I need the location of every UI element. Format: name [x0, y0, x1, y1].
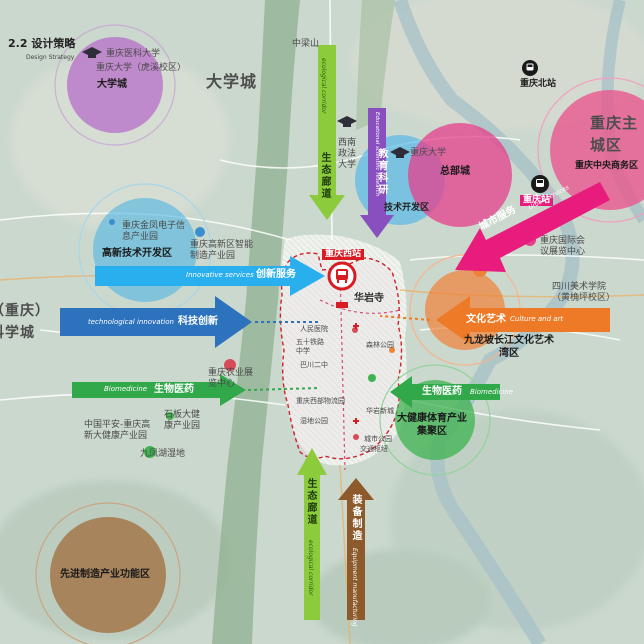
school2-label: 巴川二中	[300, 361, 328, 369]
north-station-label: 重庆北站	[520, 79, 557, 89]
tech-innovation-arrow	[60, 296, 252, 348]
eco-corridor-top-arrow	[309, 45, 345, 220]
culture-art-extension	[379, 315, 431, 321]
advanced-manufacturing-label: 先进制造产业功能区	[60, 569, 150, 580]
education-arrow	[360, 108, 394, 238]
shiban-health-label: 石板大健康产业园	[164, 410, 201, 431]
zhongliangshan-label: 中梁山	[292, 39, 320, 49]
urban-core	[280, 234, 407, 466]
cq-univ-huxi-label: 重庆大学（虎溪校区）	[96, 63, 187, 73]
graduation-cap-icons	[82, 47, 410, 158]
hospital-label: 人民医院	[300, 325, 328, 333]
wetland-label: 湿地公园	[300, 417, 328, 425]
biomedicine-left-extension	[247, 387, 321, 391]
mountain-ridge-east	[356, 0, 395, 130]
cq-station-label: 重庆站	[520, 195, 554, 206]
biomedicine-right-en: Biomedicine	[470, 388, 514, 396]
eco-corridor-top-en: ecological corridor	[320, 58, 327, 114]
west-station-label: 重庆西站	[322, 249, 365, 260]
page-subtitle: Design Strategy	[26, 54, 75, 61]
transit-lines	[319, 269, 401, 471]
jiulongpo-arts-label: 九龙坡长江文化艺术湾区	[464, 335, 554, 359]
tech-dev-zone-label: 技术开发区	[384, 203, 430, 213]
biomedicine-right-cn: 生物医药	[422, 386, 462, 397]
zongbucheng-label: 总部城	[440, 166, 470, 177]
biomedicine-left-arrow	[72, 374, 246, 406]
fine-arts-label: 四川美术学院（黄桷坪校区）	[552, 282, 616, 303]
new-city-label: 华岩新城	[366, 407, 394, 415]
hub-label: 交通枢纽	[360, 445, 388, 453]
agri-expo-label: 重庆农业展览中心	[208, 368, 254, 389]
industry-zone-label: 重庆西部物流园	[296, 397, 345, 405]
innovative-services-en: Innovative services	[186, 271, 254, 279]
eco-corridor-bottom-en: ecological corridor	[307, 540, 314, 596]
cq-west-station-icon	[327, 261, 357, 291]
ping-an-health-label: 中国平安-重庆高新大健康产业园	[84, 420, 151, 441]
city-park-label: 城市公园	[364, 435, 392, 443]
education-en: Educational scientific research	[374, 112, 380, 197]
high-tech-zone-label: 高新技术开发区	[102, 248, 172, 259]
jinfeng-label: 重庆金凤电子信息产业园	[122, 221, 186, 242]
culture-art-arrow	[436, 296, 610, 344]
equipment-en: Equipment manufacturing	[351, 548, 358, 627]
page-title: 2.2 设计策略	[8, 37, 76, 50]
intl-expo-label: 重庆国际会议展览中心	[540, 236, 586, 257]
cq-north-station-icon	[522, 60, 538, 76]
jiufeng-lake-label: 九凤湖湿地	[140, 449, 186, 459]
innovative-services-arrow	[95, 256, 325, 296]
tech-innovation-cn: 科技创新	[178, 316, 218, 327]
cbd-label: 重庆中央商务区	[575, 161, 639, 171]
main-city-label: 重庆主城区	[590, 114, 639, 154]
biomedicine-left-en: Biomedicine	[104, 385, 148, 393]
kexuecheng-label: （重庆）科学城	[0, 303, 50, 341]
tech-innovation-en: technological innovation	[88, 318, 174, 326]
temple-icon	[336, 302, 348, 308]
eco-corridor-bottom-arrow	[297, 448, 327, 620]
eco-corridor-top-cn: 生态廊道	[319, 152, 330, 200]
daxuecheng-area-label: 大学城	[206, 72, 258, 91]
xinan-zhengfa-label: 西南政法大学	[338, 138, 357, 170]
innovative-services-cn: 创新服务	[256, 269, 296, 280]
equipment-arrow	[338, 478, 374, 620]
cq-station-icon	[531, 175, 549, 193]
culture-art-en: Culture and art	[510, 315, 564, 323]
urban-service-arrow	[455, 182, 610, 272]
park-east-label: 森林公园	[366, 341, 394, 349]
medical-univ-label: 重庆医科大学	[106, 49, 161, 59]
eco-corridor-bottom-cn: 生态廊道	[305, 478, 316, 526]
cq-univ-label: 重庆大学	[410, 148, 447, 158]
school1-label: 五十铁路中学	[296, 338, 324, 355]
biomedicine-left-cn: 生物医药	[154, 384, 194, 395]
equipment-cn: 装备制造	[350, 494, 361, 542]
biomedicine-right-arrow	[390, 376, 500, 408]
hospital-icons	[353, 323, 359, 424]
project-boundary	[279, 252, 403, 460]
health-sports-label: 大健康体育产业集聚区	[397, 413, 467, 437]
culture-art-cn: 文化艺术	[466, 314, 506, 325]
zone-circles	[35, 24, 644, 644]
education-cn: 教育科研	[376, 148, 387, 196]
daxuecheng-circle-label: 大学城	[97, 79, 127, 90]
huayan-temple-label: 华岩寺	[354, 293, 384, 304]
high-tech-park-label: 重庆高新区智能制造产业园	[190, 240, 254, 261]
